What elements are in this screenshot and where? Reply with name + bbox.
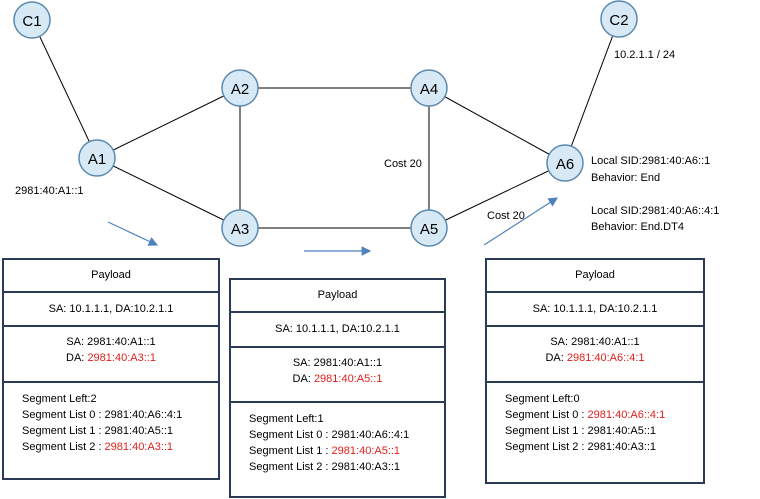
packet-1-list0: Segment List 0 : 2981:40:A6::4:1: [22, 407, 182, 423]
node-c2: C2: [600, 0, 638, 38]
node-a4-label: A4: [420, 81, 438, 98]
packet-3: Payload SA: 10.1.1.1, DA:10.2.1.1 SA: 29…: [485, 258, 705, 484]
packet-3-sa: SA: 2981:40:A1::1: [550, 336, 640, 348]
link-a4-a6: [428, 87, 566, 164]
packet-2-payload: Payload: [317, 289, 358, 301]
node-a6-label: A6: [556, 156, 574, 173]
a6-local-sid-1: Local SID:2981:40:A6::1: [591, 155, 711, 167]
packet-1-list2-value: 2981:40:A3::1: [104, 441, 174, 453]
packet-3-srh-row: Segment Left:0 Segment List 0 : 2981:40:…: [487, 383, 703, 482]
packet-2-sa: SA: 2981:40:A1::1: [292, 357, 383, 369]
packet-2-srh-row: Segment Left:1 Segment List 0 : 2981:40:…: [231, 403, 444, 496]
packet-1-list0-value: 2981:40:A6::4:1: [104, 409, 183, 421]
link-c1-a1: [31, 19, 98, 159]
node-a3: A3: [221, 209, 259, 247]
node-c1: C1: [13, 1, 51, 39]
packet-3-list2-prefix: Segment List 2 :: [505, 441, 588, 453]
packet-3-seg-left: Segment Left:0: [505, 393, 580, 405]
packet-1-payload: Payload: [91, 269, 131, 281]
packet-3-list0-value: 2981:40:A6::4:1: [587, 409, 666, 421]
packet-2-ipv6-row: SA: 2981:40:A1::1 DA: 2981:40:A5::1: [231, 348, 444, 403]
packet-2-list0: Segment List 0 : 2981:40:A6::4:1: [249, 427, 409, 443]
packet-3-list0: Segment List 0 : 2981:40:A6::4:1: [505, 407, 665, 423]
packet-2-list0-value: 2981:40:A6::4:1: [331, 429, 410, 441]
packet-3-payload: Payload: [575, 269, 615, 281]
packet-2-da-value: 2981:40:A5::1: [313, 373, 383, 385]
node-a1: A1: [78, 139, 116, 177]
packet-1-srh-row: Segment Left:2 Segment List 0 : 2981:40:…: [4, 383, 218, 478]
packet-3-da-value: 2981:40:A6::4:1: [566, 352, 645, 364]
packet-2-list2-prefix: Segment List 2 :: [249, 461, 332, 473]
packet-3-list1-prefix: Segment List 1 :: [505, 425, 588, 437]
node-c2-label: C2: [609, 12, 628, 29]
packet-2-list1-prefix: Segment List 1 :: [249, 445, 332, 457]
a1-sid-label: 2981:40:A1::1: [15, 185, 84, 197]
packet-3-da-prefix: DA:: [545, 352, 567, 364]
packet-3-list1: Segment List 1 : 2981:40:A5::1: [505, 423, 656, 439]
packet-2-list2-value: 2981:40:A3::1: [331, 461, 401, 473]
node-a1-label: A1: [88, 151, 106, 168]
cost-a5-a6-label: Cost 20: [487, 210, 525, 222]
packet-3-da: DA: 2981:40:A6::4:1: [487, 350, 703, 366]
c2-address-label: 10.2.1.1 / 24: [614, 49, 676, 61]
packet-2-list1-value: 2981:40:A5::1: [331, 445, 401, 457]
node-a2: A2: [221, 69, 259, 107]
link-a1-a2: [96, 87, 241, 159]
node-a3-label: A3: [231, 221, 249, 238]
a6-behavior-1: Behavior: End: [591, 172, 661, 184]
packet-1-outer-header: SA: 10.1.1.1, DA:10.2.1.1: [48, 303, 174, 315]
link-a6-c2: [564, 18, 620, 164]
link-a5-a6: [428, 162, 566, 229]
packet-3-ipv6-row: SA: 2981:40:A1::1 DA: 2981:40:A6::4:1: [487, 327, 703, 383]
packet-3-outer-row: SA: 10.1.1.1, DA:10.2.1.1: [487, 293, 703, 327]
packet-2-list0-prefix: Segment List 0 :: [249, 429, 332, 441]
packet-2-outer-header: SA: 10.1.1.1, DA:10.2.1.1: [275, 323, 400, 335]
packet-1-seg-left: Segment Left:2: [22, 393, 97, 405]
packet-2-da: DA: 2981:40:A5::1: [231, 371, 444, 387]
packet-2-list2: Segment List 2 : 2981:40:A3::1: [249, 459, 400, 475]
packet-3-list2-value: 2981:40:A3::1: [587, 441, 657, 453]
packet-1-payload-row: Payload: [4, 260, 218, 293]
node-a2-label: A2: [231, 81, 249, 98]
packet-1-list1: Segment List 1 : 2981:40:A5::1: [22, 423, 173, 439]
node-a5: A5: [410, 209, 448, 247]
a6-behavior-2: Behavior: End.DT4: [591, 221, 684, 233]
packet-3-list0-prefix: Segment List 0 :: [505, 409, 588, 421]
node-a5-label: A5: [420, 221, 438, 238]
packet-1-da: DA: 2981:40:A3::1: [4, 350, 218, 366]
node-a6: A6: [546, 144, 584, 182]
packet-2-seg-left: Segment Left:1: [249, 413, 324, 425]
flow-arrow-1: [107, 221, 159, 246]
packet-3-outer-header: SA: 10.1.1.1, DA:10.2.1.1: [532, 303, 658, 315]
link-a1-a3: [96, 157, 241, 229]
packet-1-outer-row: SA: 10.1.1.1, DA:10.2.1.1: [4, 293, 218, 327]
packet-3-payload-row: Payload: [487, 260, 703, 293]
packet-3-list2: Segment List 2 : 2981:40:A3::1: [505, 439, 656, 455]
packet-1-da-value: 2981:40:A3::1: [87, 352, 156, 364]
cost-a4-a5-label: Cost 20: [384, 158, 422, 170]
packet-1-sa: SA: 2981:40:A1::1: [66, 336, 156, 348]
node-c1-label: C1: [22, 13, 41, 30]
packet-3-list1-value: 2981:40:A5::1: [587, 425, 657, 437]
packet-1-list2: Segment List 2 : 2981:40:A3::1: [22, 439, 173, 455]
a6-local-sid-2: Local SID:2981:40:A6::4:1: [591, 205, 720, 217]
packet-1-list0-prefix: Segment List 0 :: [22, 409, 105, 421]
node-a4: A4: [410, 69, 448, 107]
flow-arrow-3: [483, 197, 559, 246]
packet-1-list1-value: 2981:40:A5::1: [104, 425, 174, 437]
packet-2: Payload SA: 10.1.1.1, DA:10.2.1.1 SA: 29…: [229, 278, 446, 498]
packet-2-da-prefix: DA:: [292, 373, 314, 385]
packet-2-payload-row: Payload: [231, 280, 444, 313]
packet-1-da-prefix: DA:: [66, 352, 88, 364]
packet-1-list2-prefix: Segment List 2 :: [22, 441, 105, 453]
packet-1-list1-prefix: Segment List 1 :: [22, 425, 105, 437]
packet-1-ipv6-row: SA: 2981:40:A1::1 DA: 2981:40:A3::1: [4, 327, 218, 383]
packet-1: Payload SA: 10.1.1.1, DA:10.2.1.1 SA: 29…: [2, 258, 220, 480]
packet-2-outer-row: SA: 10.1.1.1, DA:10.2.1.1: [231, 313, 444, 348]
packet-2-list1: Segment List 1 : 2981:40:A5::1: [249, 443, 400, 459]
